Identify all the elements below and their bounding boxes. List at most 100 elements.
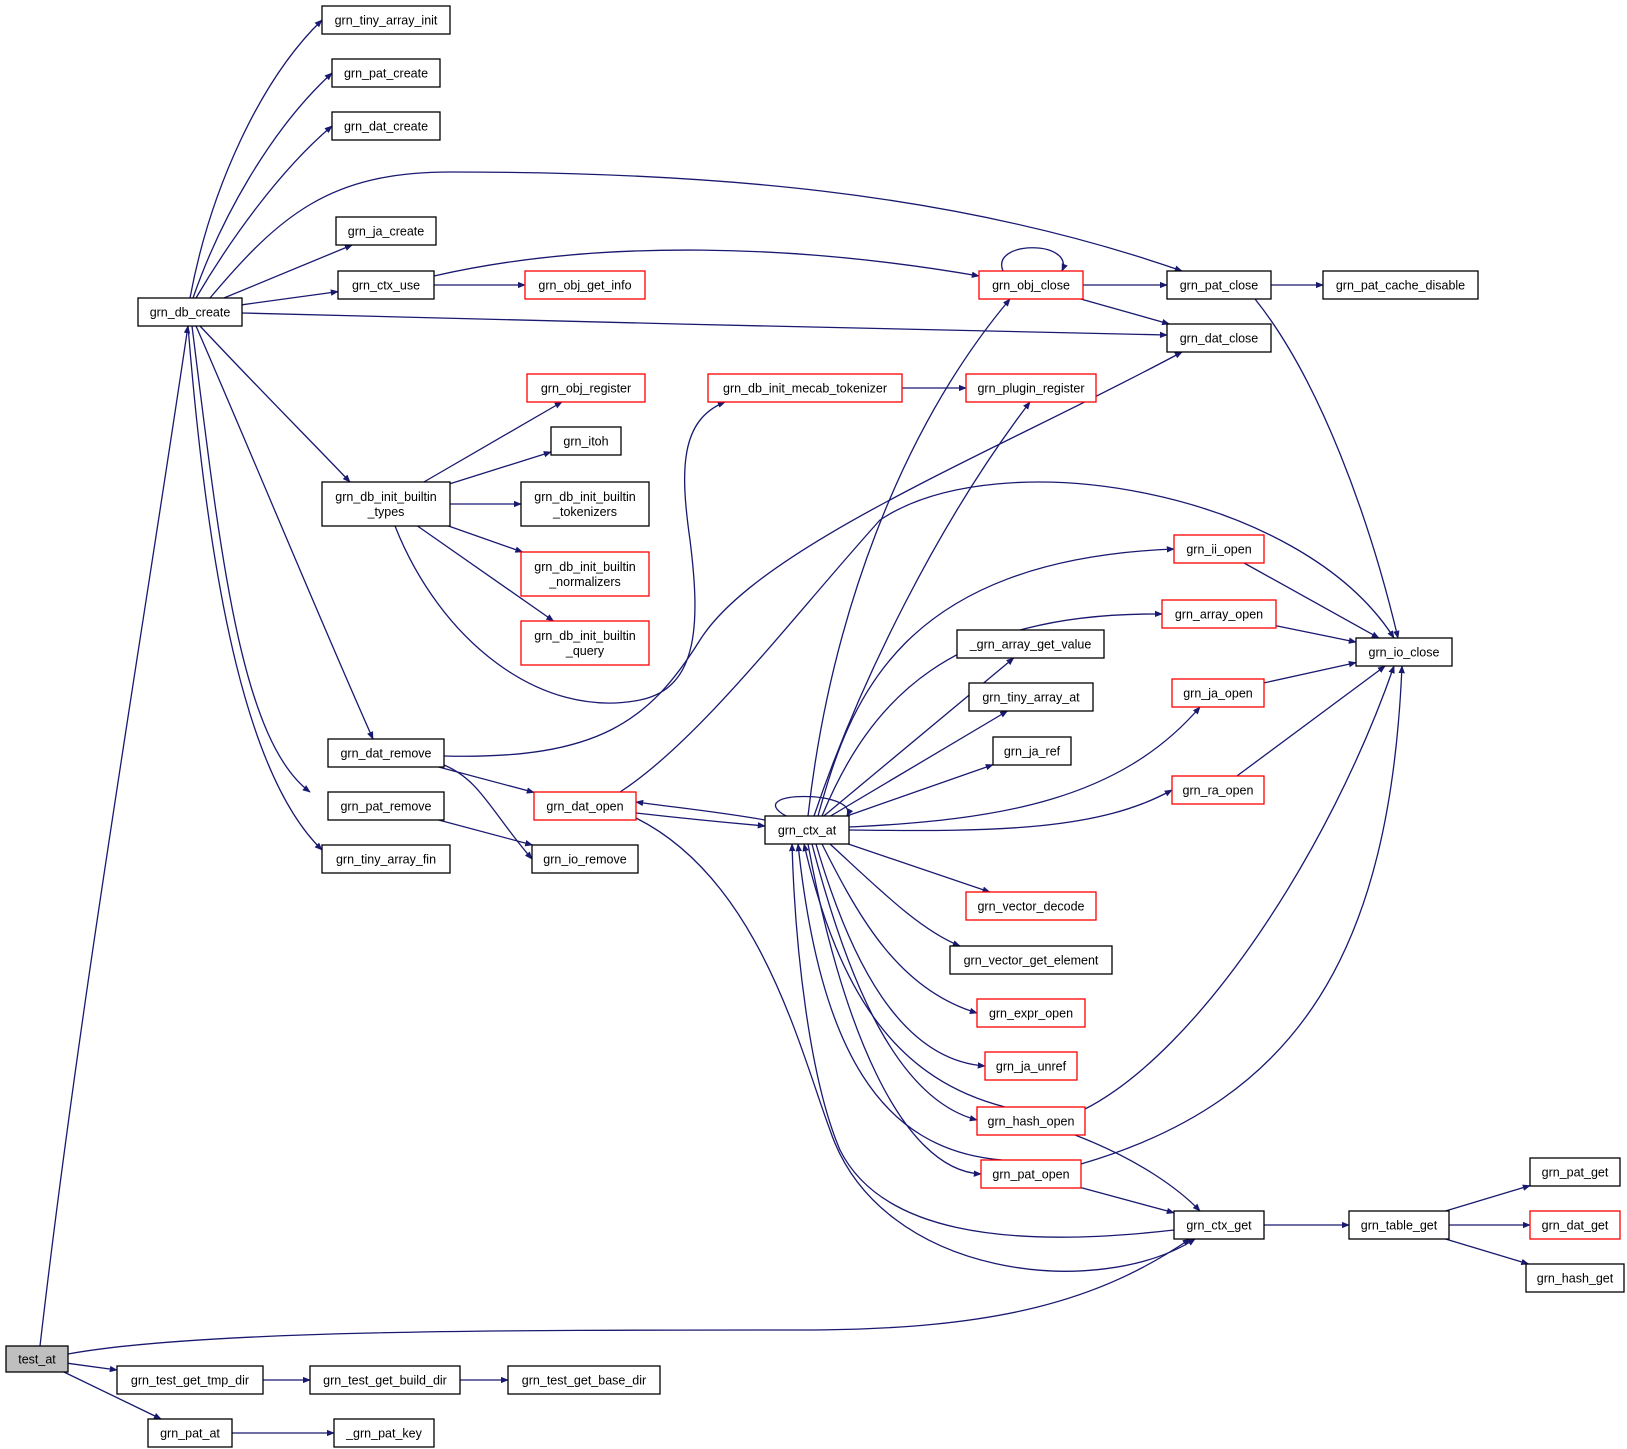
edge-grn-ctx-at-to-grn-vector-get-element [829,843,961,947]
node-grn-db-init-builtin-tokenizers[interactable]: grn_db_init_builtin_tokenizers [520,481,650,527]
node-label: grn_dat_create [344,120,428,134]
node-label: grn_dat_get [1542,1219,1609,1233]
node-grn-expr-open[interactable]: grn_expr_open [976,998,1086,1028]
node-grn-db-init-mecab-tokenizer[interactable]: grn_db_init_mecab_tokenizer [707,373,903,403]
node-grn-table-get[interactable]: grn_table_get [1348,1210,1450,1240]
node-label: grn_array_open [1175,608,1263,622]
node-box [116,1365,264,1395]
node-grn-ctx-at[interactable]: grn_ctx_at [764,815,850,845]
node-grn-plugin-register[interactable]: grn_plugin_register [965,373,1097,403]
edge-test-at-to-grn-pat-at [63,1371,162,1420]
node-label: grn_pat_open [992,1168,1069,1182]
edge-grn-dat-remove-to-grn-dat-close [443,351,1183,757]
node-grn-test-get-tmp-dir[interactable]: grn_test_get_tmp_dir [116,1365,264,1395]
node-box [1171,775,1265,805]
node-grn-db-init-builtin-types[interactable]: grn_db_init_builtin_types [321,481,451,527]
edge-grn-ctx-at-to-grn-hash-open [811,843,978,1122]
node-label: grn_expr_open [989,1007,1073,1021]
edge-grn-ctx-at-to-grn-expr-open [821,843,978,1015]
edge-grn-ctx-at-to--grn-array-get-value [823,657,1015,817]
node-grn-ja-unref[interactable]: grn_ja_unref [984,1051,1078,1081]
node-grn-db-init-builtin-normalizers[interactable]: grn_db_init_builtin_normalizers [520,551,650,597]
edge-grn-db-create-to-grn-dat-close [241,312,1168,339]
node-grn-db-init-builtin-query[interactable]: grn_db_init_builtin_query [520,620,650,666]
node-grn-tiny-array-fin[interactable]: grn_tiny_array_fin [321,844,451,874]
node-grn-pat-open[interactable]: grn_pat_open [980,1159,1082,1189]
edge-grn-table-get-to-grn-pat-get [1445,1184,1531,1212]
node-grn-hash-open[interactable]: grn_hash_open [976,1106,1086,1136]
node-grn-ja-create[interactable]: grn_ja_create [335,216,437,246]
node-grn-obj-register[interactable]: grn_obj_register [526,373,646,403]
node-grn-ja-ref[interactable]: grn_ja_ref [992,736,1072,766]
edge-grn-ctx-at-to-grn-ja-open [848,706,1201,828]
edge-grn-pat-remove-to-grn-io-remove [438,819,534,847]
edge-grn-ctx-at-to-grn-ii-open [817,546,1175,817]
edge-grn-db-create-to-grn-pat-remove [191,325,311,793]
node-grn-vector-decode[interactable]: grn_vector_decode [965,891,1097,921]
node-grn-tiny-array-at[interactable]: grn_tiny_array_at [968,682,1094,712]
node-grn-array-open[interactable]: grn_array_open [1161,599,1277,629]
node-grn-test-get-base-dir[interactable]: grn_test_get_base_dir [507,1365,661,1395]
node-label: grn_test_get_base_dir [522,1374,646,1388]
node-box [147,1418,233,1448]
node-grn-dat-get[interactable]: grn_dat_get [1529,1210,1621,1240]
node-grn-pat-at[interactable]: grn_pat_at [147,1418,233,1448]
node-grn-dat-open[interactable]: grn_dat_open [533,791,637,821]
node-grn-itoh[interactable]: grn_itoh [550,426,622,456]
node-grn-db-create[interactable]: grn_db_create [137,297,243,327]
node-label: grn_dat_close [1180,332,1259,346]
node-box [520,620,650,666]
node-box [968,682,1094,712]
edge-grn-dat-open-to-grn-io-close [619,481,1395,793]
node-box [1166,270,1272,300]
node-label: grn_ja_open [1183,687,1253,701]
edge-grn-dat-open-to-grn-ctx-at [635,812,766,829]
node-label: grn_vector_decode [977,900,1084,914]
edge-grn-dat-open-to-grn-ctx-get [635,817,1196,1272]
node-grn-tiny-array-init[interactable]: grn_tiny_array_init [321,5,451,35]
node-label: grn_ja_create [348,225,424,239]
edge-grn-obj-close-to-grn-dat-close [1080,298,1171,326]
node-grn-dat-create[interactable]: grn_dat_create [331,111,441,141]
edge-grn-db-create-to-grn-ja-create [223,244,353,299]
node-grn-array-get-value[interactable]: _grn_array_get_value [956,629,1105,659]
node-grn-io-close[interactable]: grn_io_close [1355,637,1453,667]
node-label: grn_pat_close [1180,279,1259,293]
node-box [965,373,1097,403]
node-grn-pat-get[interactable]: grn_pat_get [1529,1157,1621,1187]
node-box [965,891,1097,921]
node-label: grn_pat_remove [340,800,431,814]
node-grn-pat-key[interactable]: _grn_pat_key [333,1418,435,1448]
node-label: grn_ctx_at [778,824,837,838]
node-grn-ra-open[interactable]: grn_ra_open [1171,775,1265,805]
node-grn-obj-get-info[interactable]: grn_obj_get_info [524,270,646,300]
node-grn-hash-get[interactable]: grn_hash_get [1525,1263,1625,1293]
node-label: _grn_array_get_value [969,638,1092,652]
node-label: grn_vector_get_element [964,954,1099,968]
node-grn-ii-open[interactable]: grn_ii_open [1173,534,1265,564]
node-box [333,1418,435,1448]
node-label: grn_pat_at [160,1427,220,1441]
node-grn-dat-remove[interactable]: grn_dat_remove [327,738,445,768]
edge-grn-ctx-at-to-grn-dat-open [635,799,766,821]
node-grn-ja-open[interactable]: grn_ja_open [1171,678,1265,708]
node-grn-io-remove[interactable]: grn_io_remove [531,844,639,874]
node-grn-test-get-build-dir[interactable]: grn_test_get_build_dir [309,1365,461,1395]
node-grn-obj-close[interactable]: grn_obj_close [978,270,1084,300]
edge-grn-ctx-use-to-grn-obj-close [433,249,980,278]
edge-grn-ctx-at-to-grn-tiny-array-at [830,710,1009,817]
node-box [1348,1210,1450,1240]
node-label: grn_db_init_builtin_tokenizers [534,490,636,519]
node-grn-pat-remove[interactable]: grn_pat_remove [327,791,445,821]
node-test-at[interactable]: test_at [5,1345,69,1373]
node-grn-pat-cache-disable[interactable]: grn_pat_cache_disable [1322,270,1479,300]
node-grn-vector-get-element[interactable]: grn_vector_get_element [949,945,1113,975]
node-grn-pat-close[interactable]: grn_pat_close [1166,270,1272,300]
node-grn-ctx-use[interactable]: grn_ctx_use [337,270,435,300]
node-grn-ctx-get[interactable]: grn_ctx_get [1173,1210,1265,1240]
edge-grn-db-init-builtin-types-to-grn-db-init-mecab-tokenizer [394,401,726,704]
node-grn-dat-close[interactable]: grn_dat_close [1166,323,1272,353]
node-box [526,373,646,403]
node-grn-pat-create[interactable]: grn_pat_create [331,58,441,88]
